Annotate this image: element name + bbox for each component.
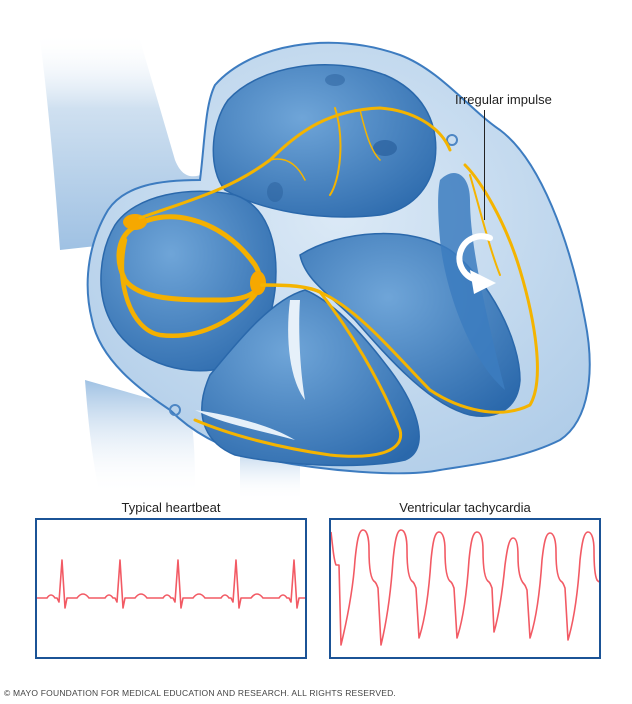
- typical-heartbeat-strip: [35, 518, 307, 659]
- circular-arrow-icon: [456, 233, 496, 294]
- vtach-ecg-trace: [331, 529, 599, 646]
- left-atrium: [212, 64, 437, 218]
- ventricular-tachycardia-title: Ventricular tachycardia: [399, 500, 531, 515]
- heart-illustration: [40, 32, 591, 500]
- typical-heartbeat-title: Typical heartbeat: [121, 500, 221, 515]
- normal-ecg-trace: [37, 559, 305, 609]
- ventricular-tachycardia-strip: [329, 518, 601, 659]
- irregular-impulse-label: Irregular impulse: [455, 92, 552, 107]
- callout-leader-line: [484, 110, 485, 220]
- conduction-system: [116, 106, 539, 458]
- copyright-notice: © MAYO FOUNDATION FOR MEDICAL EDUCATION …: [4, 688, 396, 698]
- right-ventricle: [201, 289, 420, 467]
